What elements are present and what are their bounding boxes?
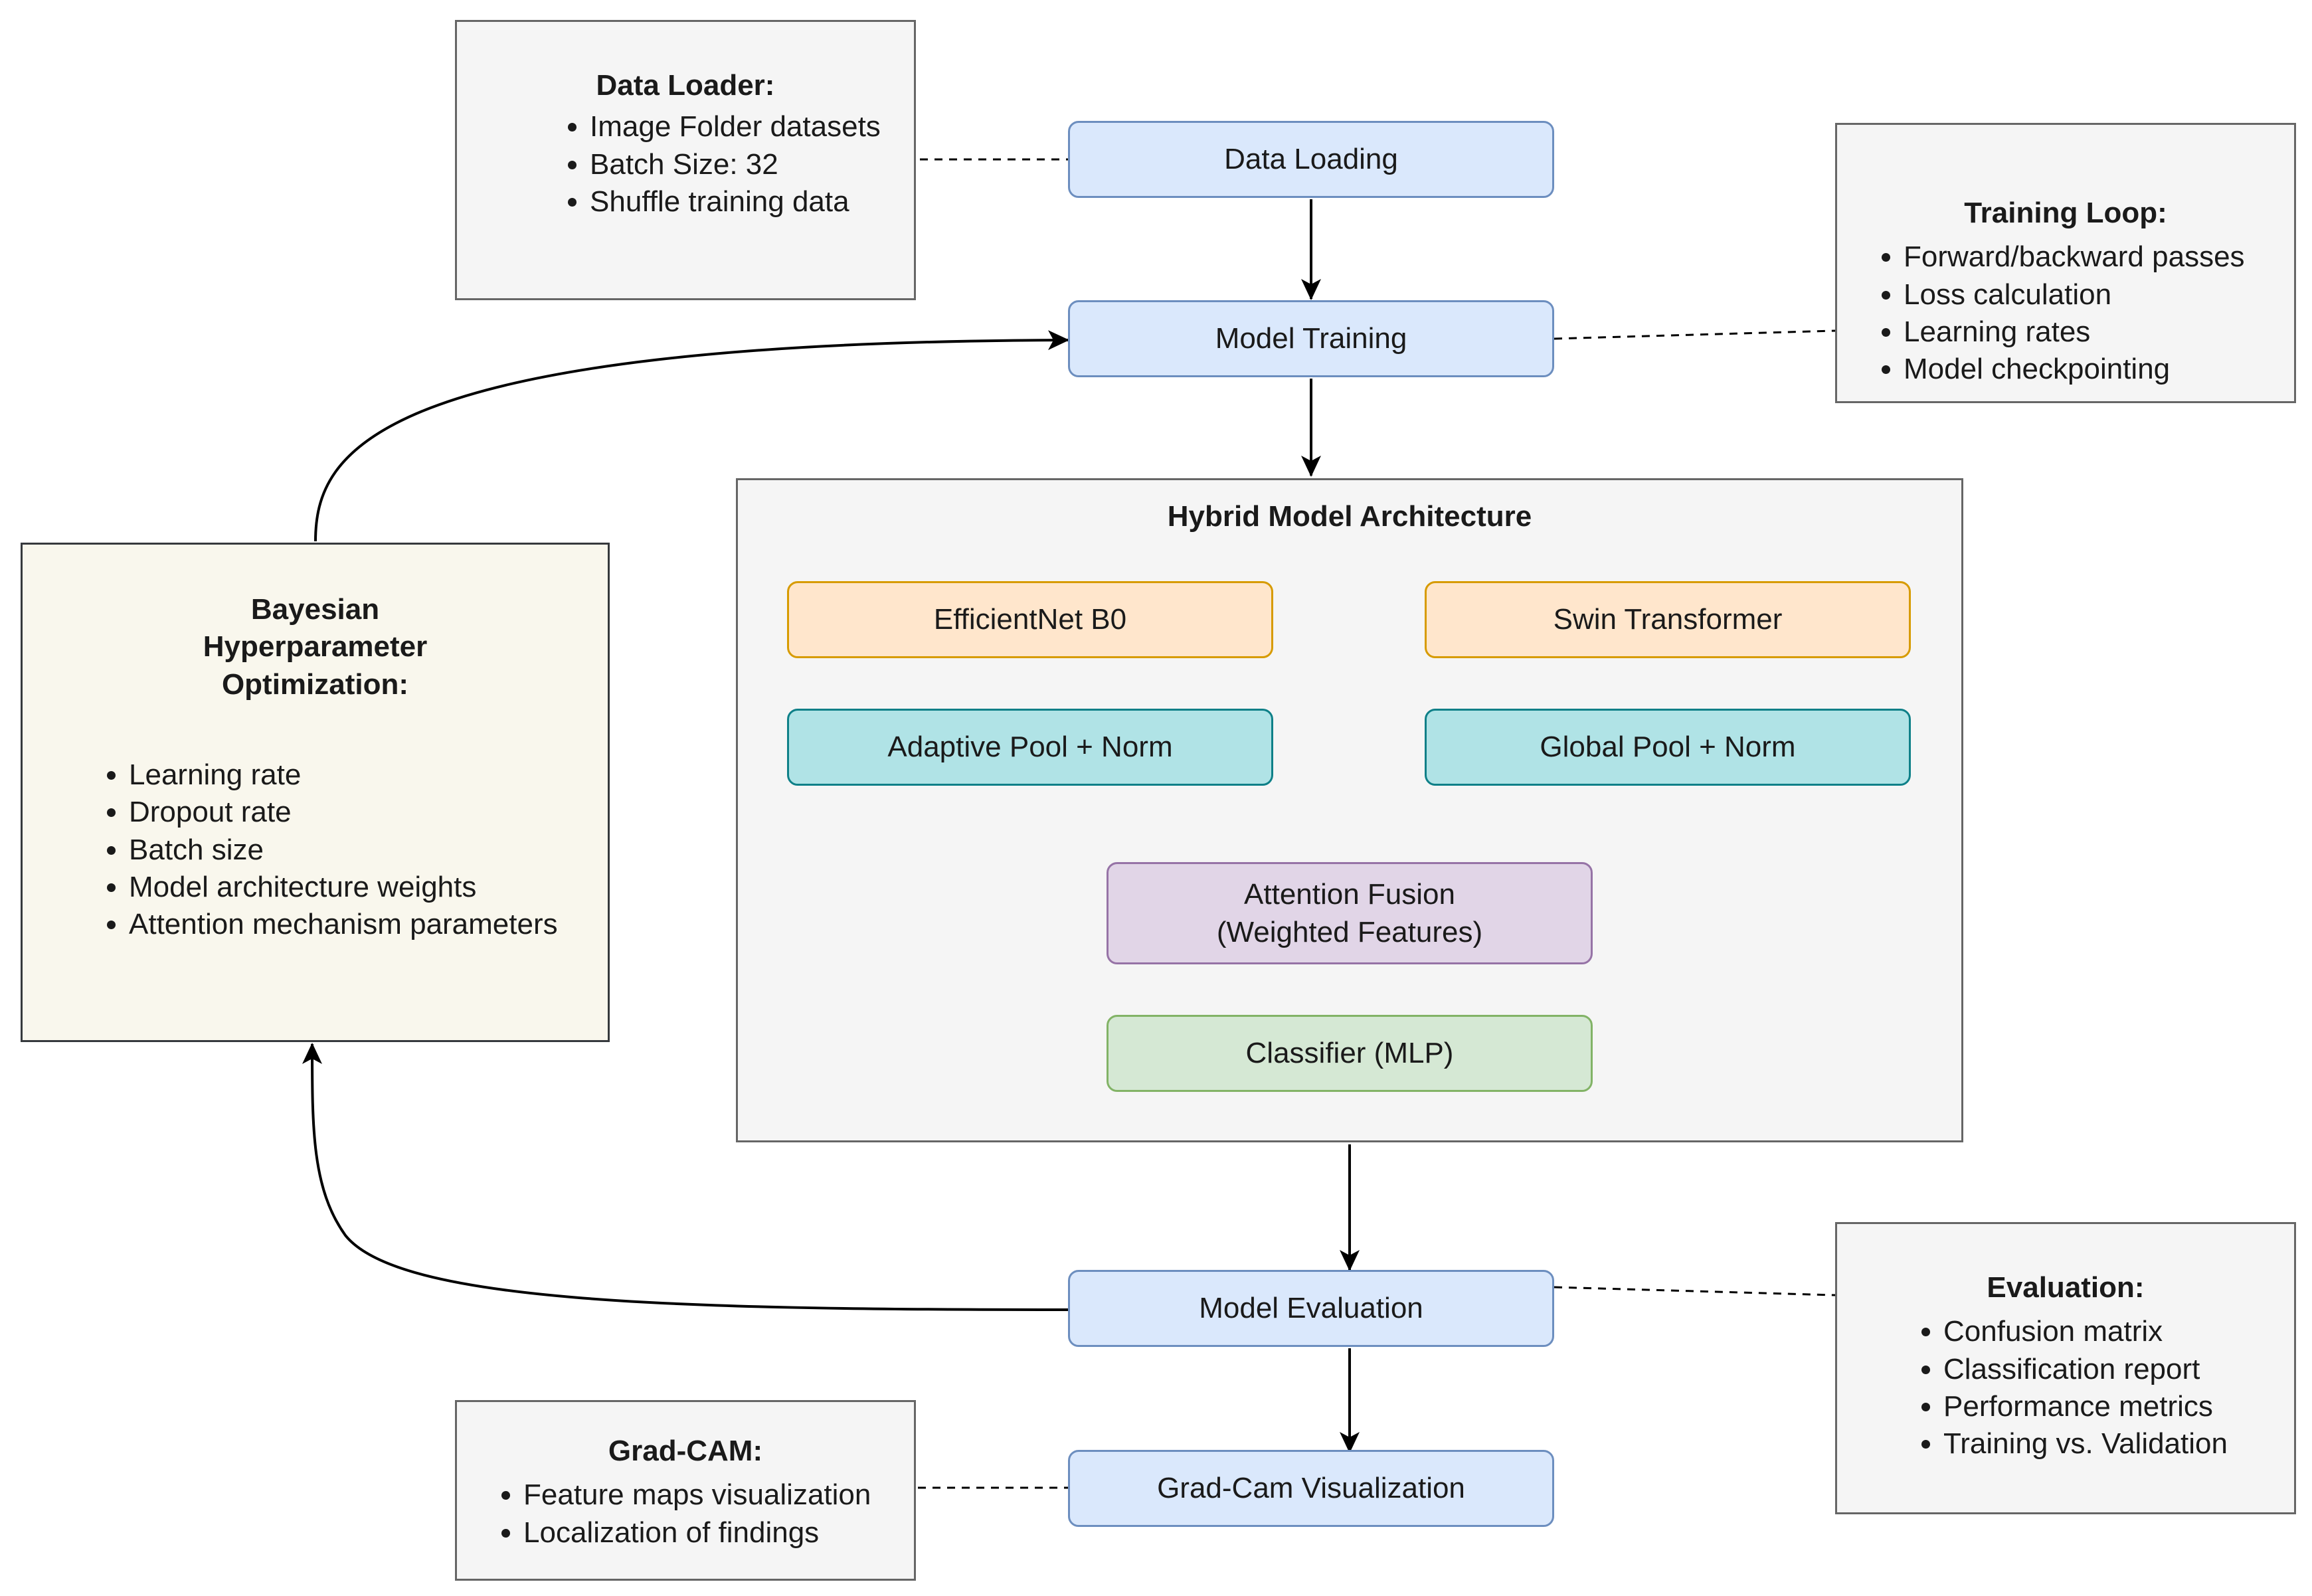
gradcam-visualization-label: Grad-Cam Visualization <box>1157 1472 1465 1505</box>
attention-fusion-label-2: (Weighted Features) <box>1216 916 1483 948</box>
list-item: Learning rate <box>129 756 608 794</box>
list-item: Dropout rate <box>129 794 608 831</box>
dash-training <box>1554 329 1836 340</box>
data-loading-node[interactable]: Data Loading <box>1068 121 1554 198</box>
list-item: Forward/backward passes <box>1904 238 2294 276</box>
training-loop-list: Forward/backward passes Loss calculation… <box>1837 238 2294 388</box>
list-item: Learning rates <box>1904 313 2294 351</box>
training-loop-note: Training Loop: Forward/backward passes L… <box>1835 123 2296 403</box>
classifier-label: Classifier (MLP) <box>1245 1037 1454 1070</box>
training-loop-title: Training Loop: <box>1964 197 2167 229</box>
global-pool-node[interactable]: Global Pool + Norm <box>1425 709 1911 786</box>
list-item: Attention mechanism parameters <box>129 906 608 943</box>
bayesian-list: Learning rate Dropout rate Batch size Mo… <box>23 756 608 944</box>
model-evaluation-node[interactable]: Model Evaluation <box>1068 1270 1554 1347</box>
adaptive-pool-label: Adaptive Pool + Norm <box>887 731 1173 764</box>
data-loader-title: Data Loader: <box>596 69 775 102</box>
dash-evaluation <box>1554 1286 1836 1296</box>
bayesian-optimization-box: Bayesian Hyperparameter Optimization: Le… <box>21 543 610 1042</box>
evaluation-note: Evaluation: Confusion matrix Classificat… <box>1835 1222 2296 1514</box>
evaluation-list: Confusion matrix Classification report P… <box>1837 1313 2294 1463</box>
gradcam-list: Feature maps visualization Localization … <box>457 1476 914 1552</box>
list-item: Classification report <box>1943 1351 2294 1388</box>
efficientnet-label: EfficientNet B0 <box>933 603 1127 636</box>
list-item: Loss calculation <box>1904 276 2294 313</box>
list-item: Batch size <box>129 832 608 869</box>
list-item: Image Folder datasets <box>590 108 887 145</box>
list-item: Localization of findings <box>523 1514 914 1552</box>
model-training-label: Model Training <box>1215 322 1407 355</box>
classifier-node[interactable]: Classifier (MLP) <box>1107 1015 1593 1092</box>
data-loader-list: Image Folder datasets Batch Size: 32 Shu… <box>457 108 914 221</box>
swin-transformer-node[interactable]: Swin Transformer <box>1425 581 1911 658</box>
evaluation-title: Evaluation: <box>1987 1271 2145 1304</box>
bayesian-title-2: Hyperparameter <box>203 630 428 664</box>
data-loader-note: Data Loader: Image Folder datasets Batch… <box>455 20 916 300</box>
list-item: Model checkpointing <box>1904 351 2294 388</box>
list-item: Batch Size: 32 <box>590 146 887 183</box>
bayesian-title-1: Bayesian <box>250 593 380 626</box>
gradcam-note: Grad-CAM: Feature maps visualization Loc… <box>455 1400 916 1581</box>
model-training-node[interactable]: Model Training <box>1068 300 1554 377</box>
efficientnet-node[interactable]: EfficientNet B0 <box>787 581 1273 658</box>
list-item: Confusion matrix <box>1943 1313 2294 1350</box>
global-pool-label: Global Pool + Norm <box>1540 731 1796 764</box>
data-loading-label: Data Loading <box>1224 143 1398 176</box>
list-item: Feature maps visualization <box>523 1476 914 1514</box>
adaptive-pool-node[interactable]: Adaptive Pool + Norm <box>787 709 1273 786</box>
bayesian-title-3: Optimization: <box>221 667 409 701</box>
attention-fusion-label-1: Attention Fusion <box>1244 877 1455 911</box>
list-item: Training vs. Validation <box>1943 1425 2294 1463</box>
attention-fusion-node[interactable]: Attention Fusion (Weighted Features) <box>1107 862 1593 964</box>
arrow-bayesian-training <box>314 330 1069 542</box>
gradcam-visualization-node[interactable]: Grad-Cam Visualization <box>1068 1450 1554 1527</box>
swin-transformer-label: Swin Transformer <box>1553 603 1783 636</box>
gradcam-title: Grad-CAM: <box>608 1435 763 1467</box>
list-item: Shuffle training data <box>590 183 887 221</box>
hybrid-architecture-title: Hybrid Model Architecture <box>1167 500 1532 533</box>
arrow-evaluation-bayesian <box>302 1043 1069 1311</box>
list-item: Performance metrics <box>1943 1388 2294 1425</box>
model-evaluation-label: Model Evaluation <box>1199 1292 1423 1325</box>
list-item: Model architecture weights <box>129 869 608 906</box>
